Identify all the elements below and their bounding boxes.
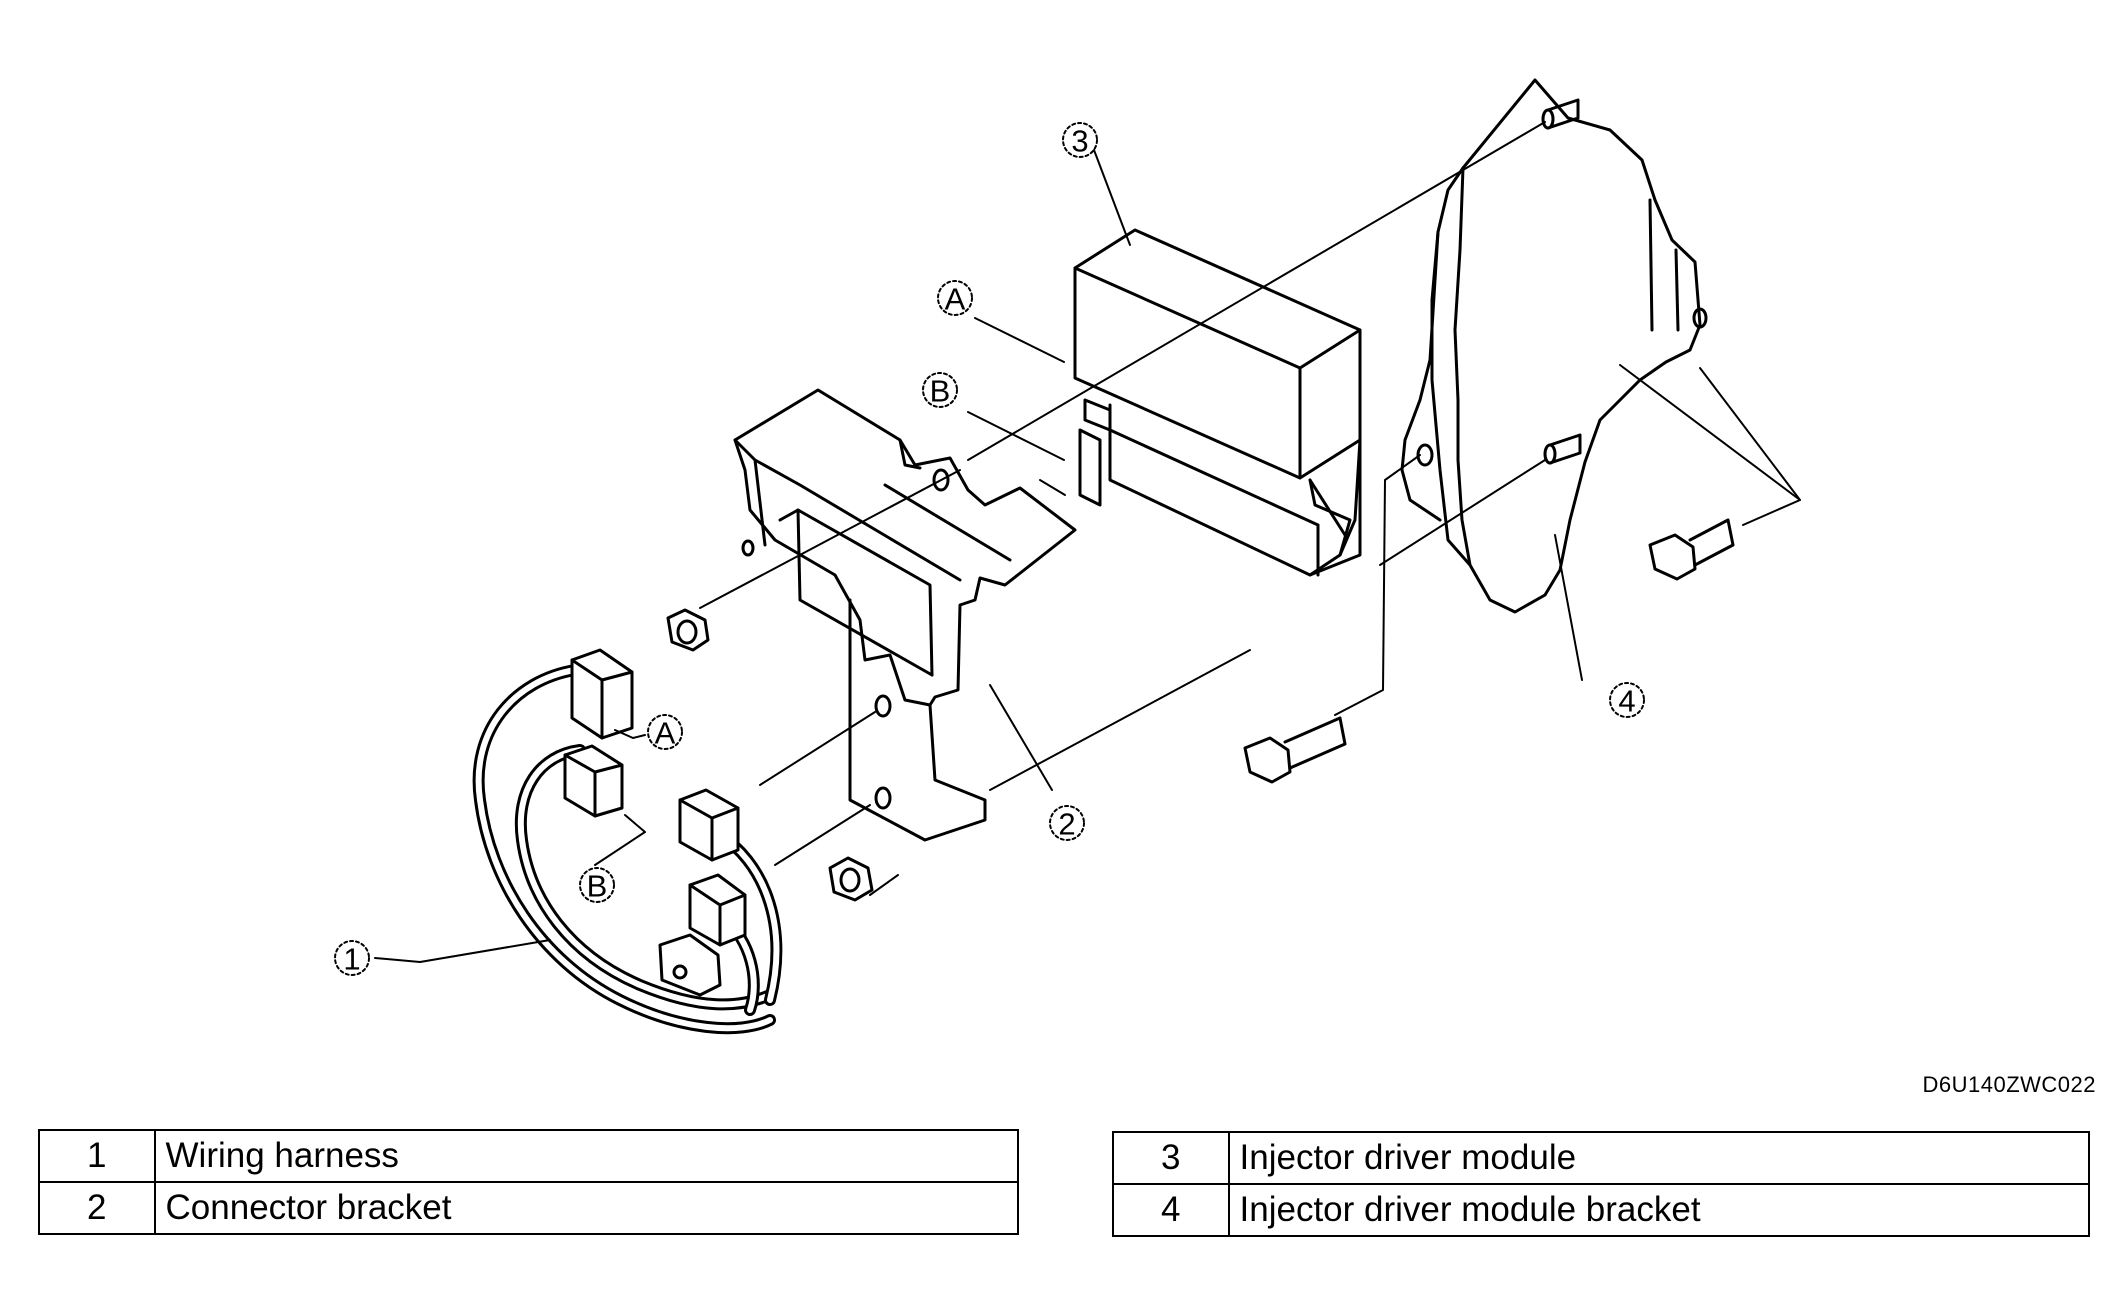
legend-number: 3 <box>1112 1131 1230 1185</box>
callout-b-module-circle <box>922 372 958 408</box>
legend-row: 4 Injector driver module bracket <box>1112 1183 2091 1237</box>
callout-3: 3 <box>1071 124 1088 159</box>
bolt-left <box>1243 716 1347 784</box>
figure-code: D6U140ZWC022 <box>1922 1072 2096 1097</box>
nut-upper <box>666 608 710 652</box>
legend-description: Connector bracket <box>153 1181 1020 1235</box>
callout-2-circle <box>1049 805 1085 841</box>
bolt-right <box>1648 518 1735 581</box>
wiring-harness <box>472 648 783 1035</box>
injector-driver-module <box>1073 228 1362 577</box>
callout-4-circle <box>1609 682 1645 718</box>
legend-row: 1 Wiring harness <box>38 1129 1020 1183</box>
callout-a-module-circle <box>937 280 973 316</box>
callout-3-circle <box>1062 122 1098 158</box>
exploded-view-diagram: 3 A B 4 2 A B 1 <box>334 78 1801 1035</box>
callout-b-harness-circle <box>579 867 615 903</box>
legend-table-right: 3 Injector driver module 4 Injector driv… <box>1112 1131 2091 1237</box>
legend-description: Injector driver module bracket <box>1227 1183 2091 1237</box>
callout-a-module: A <box>945 282 966 317</box>
legend-row: 2 Connector bracket <box>38 1181 1020 1235</box>
legend-row: 3 Injector driver module <box>1112 1131 2091 1185</box>
callout-a-harness-circle <box>647 714 683 750</box>
nut-lower <box>828 856 874 902</box>
injector-driver-module-bracket <box>1400 78 1708 614</box>
legend-number: 1 <box>38 1129 156 1183</box>
legend-description: Injector driver module <box>1227 1131 2091 1185</box>
callout-a-harness: A <box>655 716 676 751</box>
callout-b-harness: B <box>587 869 608 904</box>
connector-bracket <box>733 388 1077 842</box>
callout-1: 1 <box>343 942 360 977</box>
legend-number: 4 <box>1112 1183 1230 1237</box>
legend-table-left: 1 Wiring harness 2 Connector bracket <box>38 1129 1020 1235</box>
legend-number: 2 <box>38 1181 156 1235</box>
callout-1-circle <box>334 940 370 976</box>
alignment-lines <box>374 121 1801 963</box>
legend-description: Wiring harness <box>153 1129 1020 1183</box>
callout-b-module: B <box>930 374 951 409</box>
callout-2: 2 <box>1058 807 1075 842</box>
callout-4: 4 <box>1618 684 1635 719</box>
